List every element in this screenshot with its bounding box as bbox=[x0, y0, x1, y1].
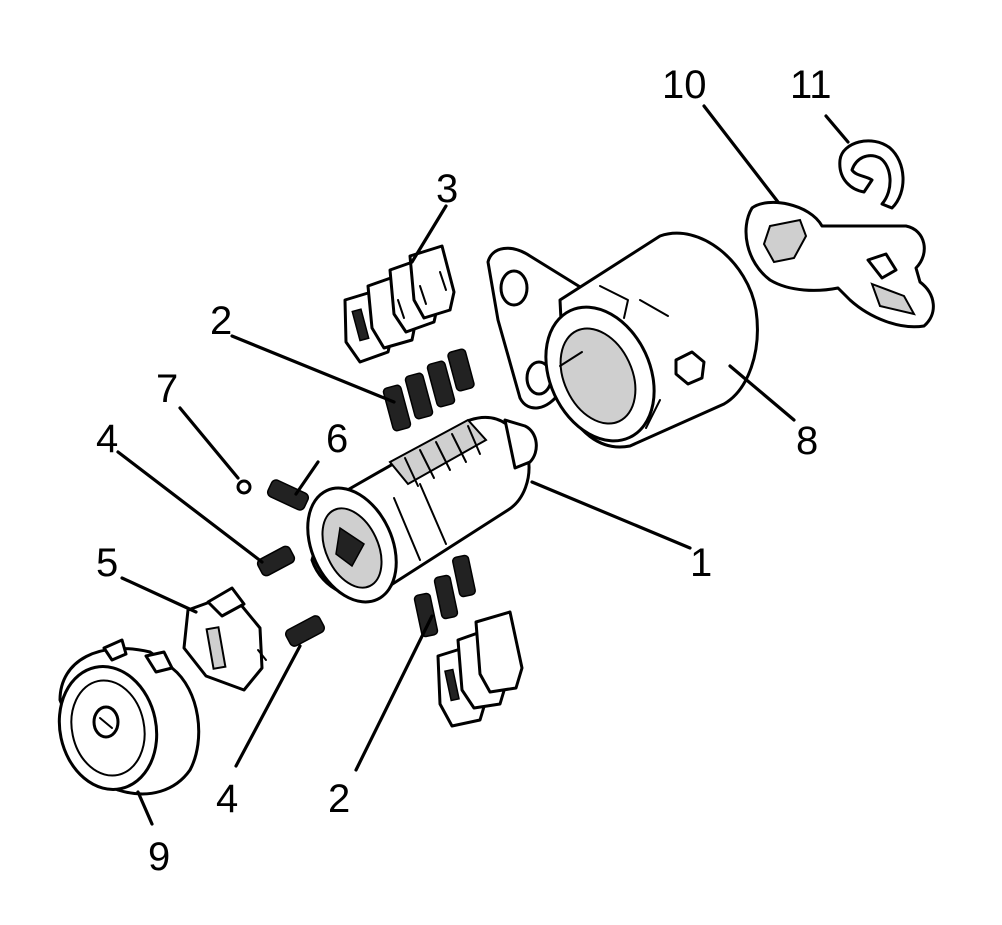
callout-5: 5 bbox=[96, 541, 118, 585]
shutter-plate bbox=[182, 586, 267, 692]
callout-11: 11 bbox=[790, 63, 832, 107]
callout-2-lower: 2 bbox=[328, 777, 350, 821]
spring-4-upper bbox=[256, 545, 296, 577]
lower-tumblers bbox=[436, 610, 524, 728]
spring-4-lower bbox=[285, 615, 325, 647]
leader-lines bbox=[116, 104, 850, 826]
callout-3: 3 bbox=[436, 167, 458, 211]
upper-springs bbox=[382, 348, 475, 432]
callout-2-upper: 2 bbox=[210, 299, 232, 343]
callout-6: 6 bbox=[326, 417, 348, 461]
upper-tumblers bbox=[343, 244, 456, 364]
retaining-clip bbox=[838, 139, 905, 210]
bezel-cap bbox=[57, 638, 201, 796]
callout-7: 7 bbox=[156, 367, 178, 411]
callout-1: 1 bbox=[690, 541, 712, 585]
callout-10: 10 bbox=[662, 63, 707, 107]
ball-7 bbox=[236, 479, 252, 495]
callout-4-upper: 4 bbox=[96, 417, 118, 461]
callout-8: 8 bbox=[796, 419, 818, 463]
callout-9: 9 bbox=[148, 835, 170, 879]
lock-cylinder bbox=[306, 415, 538, 604]
lock-housing bbox=[486, 231, 759, 449]
lower-springs bbox=[413, 554, 476, 638]
callout-labels: 1 2 3 2 4 5 6 7 4 8 9 10 11 bbox=[96, 63, 832, 879]
callout-4-lower: 4 bbox=[216, 777, 238, 821]
spring-6 bbox=[266, 479, 310, 511]
lever-arm bbox=[744, 200, 935, 329]
